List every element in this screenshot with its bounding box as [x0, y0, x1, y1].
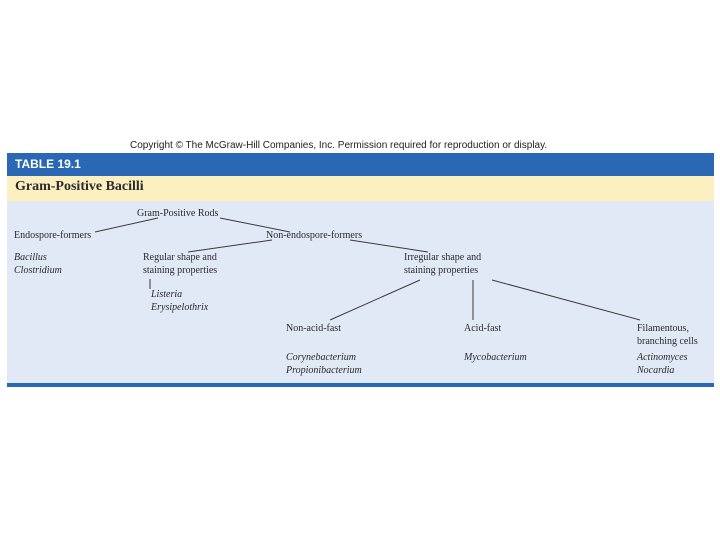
node-non-acid-fast: Non-acid-fast	[286, 323, 341, 334]
genus-propionibacterium: Propionibacterium	[286, 365, 362, 376]
genus-listeria: Listeria	[151, 289, 183, 300]
table-title: Gram-Positive Bacilli	[15, 179, 144, 194]
table-bottom-rule	[7, 383, 714, 387]
genus-list-filamentous: Actinomyces Nocardia	[637, 351, 688, 377]
diagram-body	[7, 201, 714, 383]
filamentous-label-line-2: branching cells	[637, 336, 698, 347]
connector-root-endospore	[94, 217, 159, 233]
connector-irregular-nonacidfast	[329, 279, 421, 321]
genus-list-acid-fast: Mycobacterium	[464, 351, 527, 364]
genus-list-non-acid-fast: Corynebacterium Propionibacterium	[286, 351, 362, 377]
regular-label-line-1: Regular shape and	[143, 252, 217, 263]
node-endospore-formers: Endospore-formers	[14, 230, 92, 241]
genus-bacillus: Bacillus	[14, 252, 47, 263]
table-header-bar: TABLE 19.1	[7, 153, 714, 176]
genus-corynebacterium: Corynebacterium	[286, 352, 356, 363]
node-acid-fast: Acid-fast	[464, 323, 502, 334]
table-title-band: Gram-Positive Bacilli	[7, 176, 714, 201]
node-irregular-shape: Irregular shape and staining properties	[404, 251, 481, 277]
genus-erysipelothrix: Erysipelothrix	[151, 302, 209, 313]
connector-nonendospore-irregular	[349, 239, 429, 253]
copyright-notice: Copyright © The McGraw-Hill Companies, I…	[130, 140, 548, 151]
irregular-label-line-2: staining properties	[404, 265, 479, 276]
node-non-endospore-formers: Non-endospore-formers	[266, 230, 363, 241]
table-number: TABLE 19.1	[15, 157, 81, 171]
node-filamentous: Filamentous, branching cells	[637, 322, 698, 348]
irregular-label-line-1: Irregular shape and	[404, 252, 482, 263]
genus-list-endospore: Bacillus Clostridium	[14, 251, 62, 277]
genus-list-regular: Listeria Erysipelothrix	[151, 288, 208, 314]
genus-mycobacterium: Mycobacterium	[464, 352, 527, 363]
connector-nonendospore-regular	[187, 239, 273, 253]
genus-actinomyces: Actinomyces	[637, 352, 688, 363]
node-regular-shape: Regular shape and staining properties	[143, 251, 217, 277]
node-gram-positive-rods: Gram-Positive Rods	[137, 208, 219, 219]
filamentous-label-line-1: Filamentous,	[637, 323, 689, 334]
genus-nocardia: Nocardia	[637, 365, 675, 376]
connector-irregular-filamentous	[491, 279, 641, 321]
connector-root-nonendospore	[219, 217, 291, 233]
genus-clostridium: Clostridium	[14, 265, 62, 276]
regular-label-line-2: staining properties	[143, 265, 218, 276]
